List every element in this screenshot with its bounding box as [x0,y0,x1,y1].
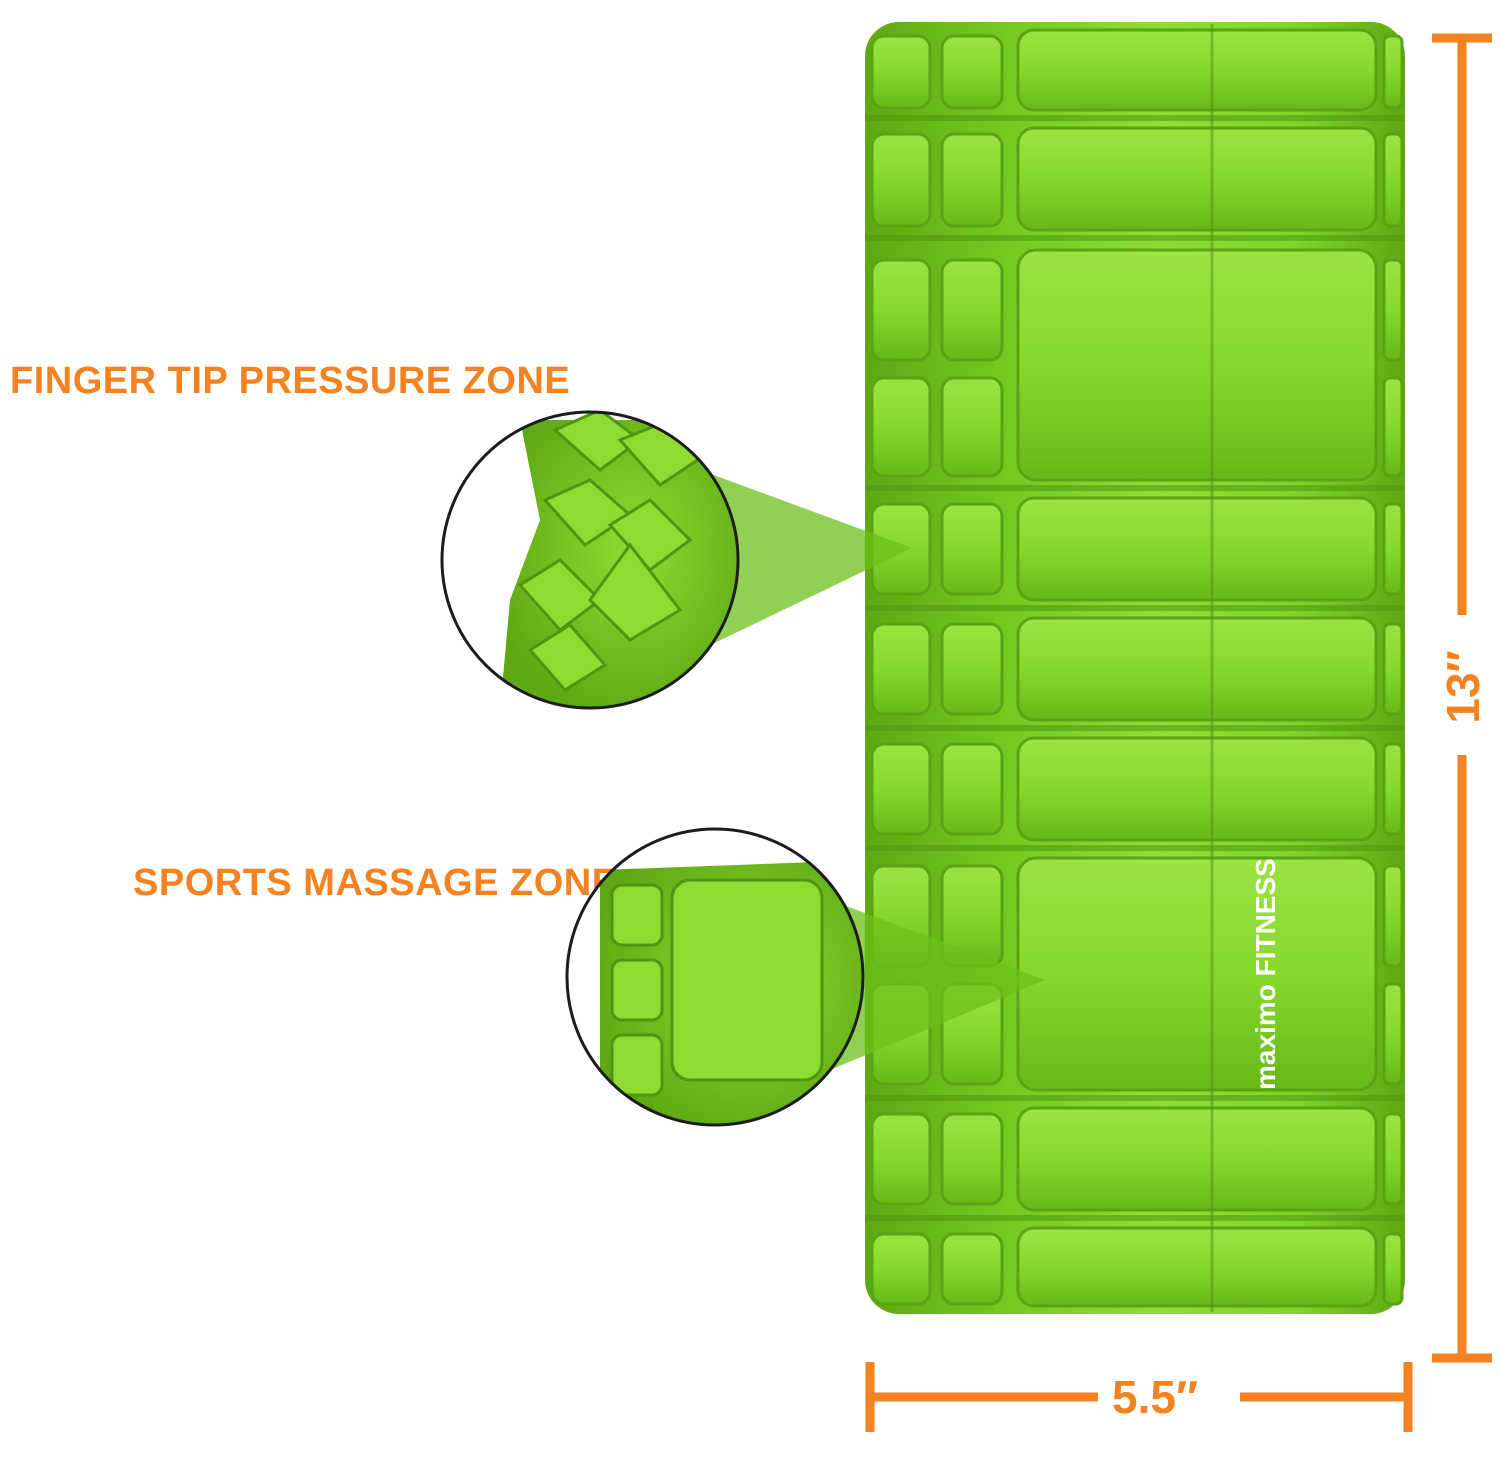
width-dimension-label: 5.5″ [1112,1371,1198,1423]
width-dimension-marker [865,1362,1413,1432]
maximo-fitness-logo: maximo FITNESS [1250,858,1281,1090]
sports-massage-zone-label: SPORTS MASSAGE ZONE [133,862,618,904]
sports-massage-zoom-circle [565,827,865,1127]
finger-tip-callout-pointer [700,470,912,650]
foam-roller [865,22,1405,1314]
sports-massage-callout-pointer [830,900,1045,1070]
height-dimension-marker [1432,33,1492,1363]
height-dimension-label: 13″ [1437,650,1489,724]
finger-tip-zoom-circle [440,410,740,710]
finger-tip-zone-label: FINGER TIP PRESSURE ZONE [10,360,571,402]
